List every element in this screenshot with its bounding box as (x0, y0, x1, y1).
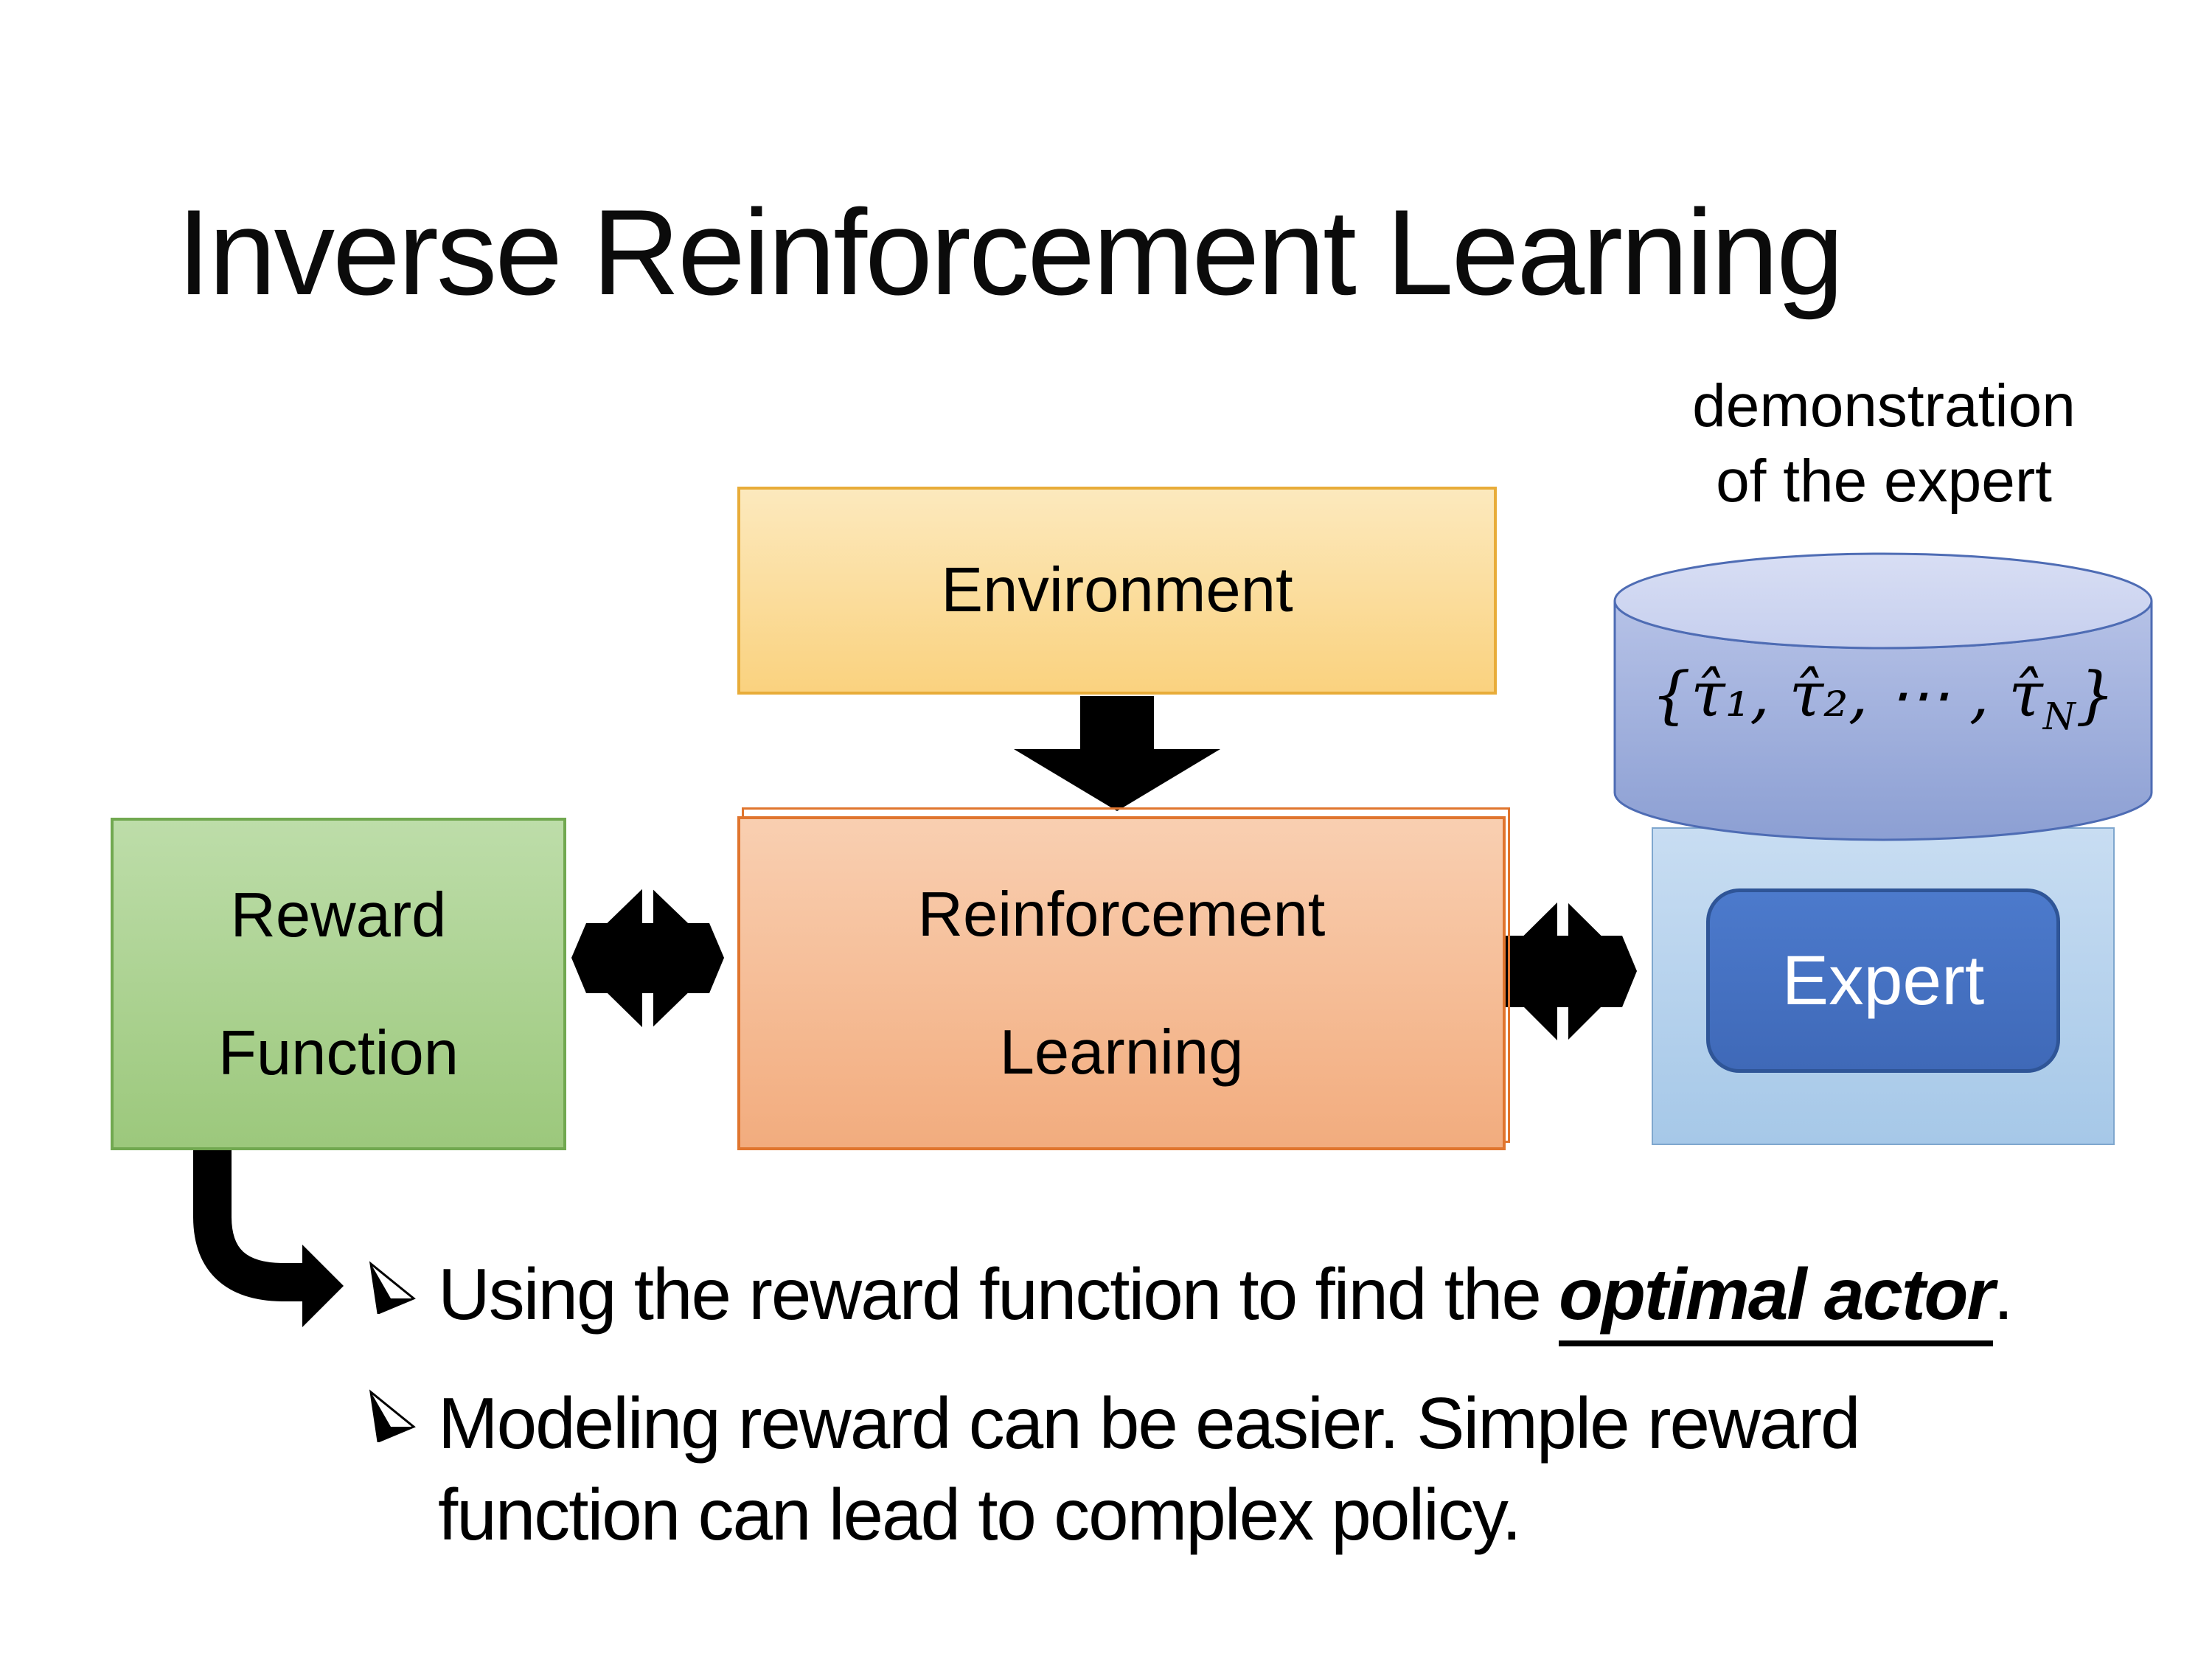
formula-prefix: {τ̂₁, τ̂₂, ⋯ , τ̂ (1651, 658, 2043, 731)
reward-label-line2: Function (218, 1018, 459, 1088)
database-cylinder-icon (1613, 552, 2153, 841)
reward-label-line1: Reward (230, 880, 447, 950)
elbow-right-arrow-icon (193, 1145, 344, 1327)
bullet-1-pre: Using the reward function to find the (438, 1253, 1559, 1335)
demonstration-caption-line2: of the expert (1716, 448, 2052, 515)
trajectory-set-formula: {τ̂₁, τ̂₂, ⋯ , τ̂N} (1625, 658, 2141, 738)
arrowhead-bullet-icon (369, 1389, 416, 1442)
bullet-1-post: . (1993, 1253, 2013, 1335)
formula-subscript: N (2042, 694, 2076, 738)
arrowhead-bullet-icon (369, 1261, 416, 1314)
environment-label: Environment (941, 555, 1293, 625)
environment-box: Environment (737, 487, 1497, 695)
bullet-1-text: Using the reward function to find the op… (438, 1249, 2014, 1346)
bullet-2-line2: function can lead to complex policy. (438, 1474, 1522, 1556)
reward-function-box: Reward Function (111, 818, 566, 1150)
bullet-2-text: Modeling reward can be easier. Simple re… (438, 1377, 1860, 1561)
quad-arrow-icon (1488, 892, 1637, 1051)
demonstration-caption: demonstration of the expert (1600, 369, 2168, 519)
slide-title: Inverse Reinforcement Learning (177, 184, 1844, 320)
down-arrow-icon (1014, 696, 1220, 811)
formula-suffix: } (2075, 658, 2115, 731)
bullet-2-line1: Modeling reward can be easier. Simple re… (438, 1382, 1860, 1464)
expert-label: Expert (1781, 941, 1985, 1020)
expert-box: Expert (1706, 888, 2060, 1073)
rl-label-line1: Reinforcement (917, 879, 1326, 950)
bullet-1-emphasis: optimal actor (1559, 1253, 1994, 1346)
demonstration-caption-line1: demonstration (1692, 372, 2076, 439)
quad-arrow-icon (571, 879, 724, 1037)
bullet-point-1: Using the reward function to find the op… (369, 1249, 2014, 1346)
rl-label-line2: Learning (999, 1017, 1244, 1088)
reinforcement-learning-box: Reinforcement Learning (737, 816, 1506, 1150)
bullet-point-2: Modeling reward can be easier. Simple re… (369, 1377, 1860, 1561)
